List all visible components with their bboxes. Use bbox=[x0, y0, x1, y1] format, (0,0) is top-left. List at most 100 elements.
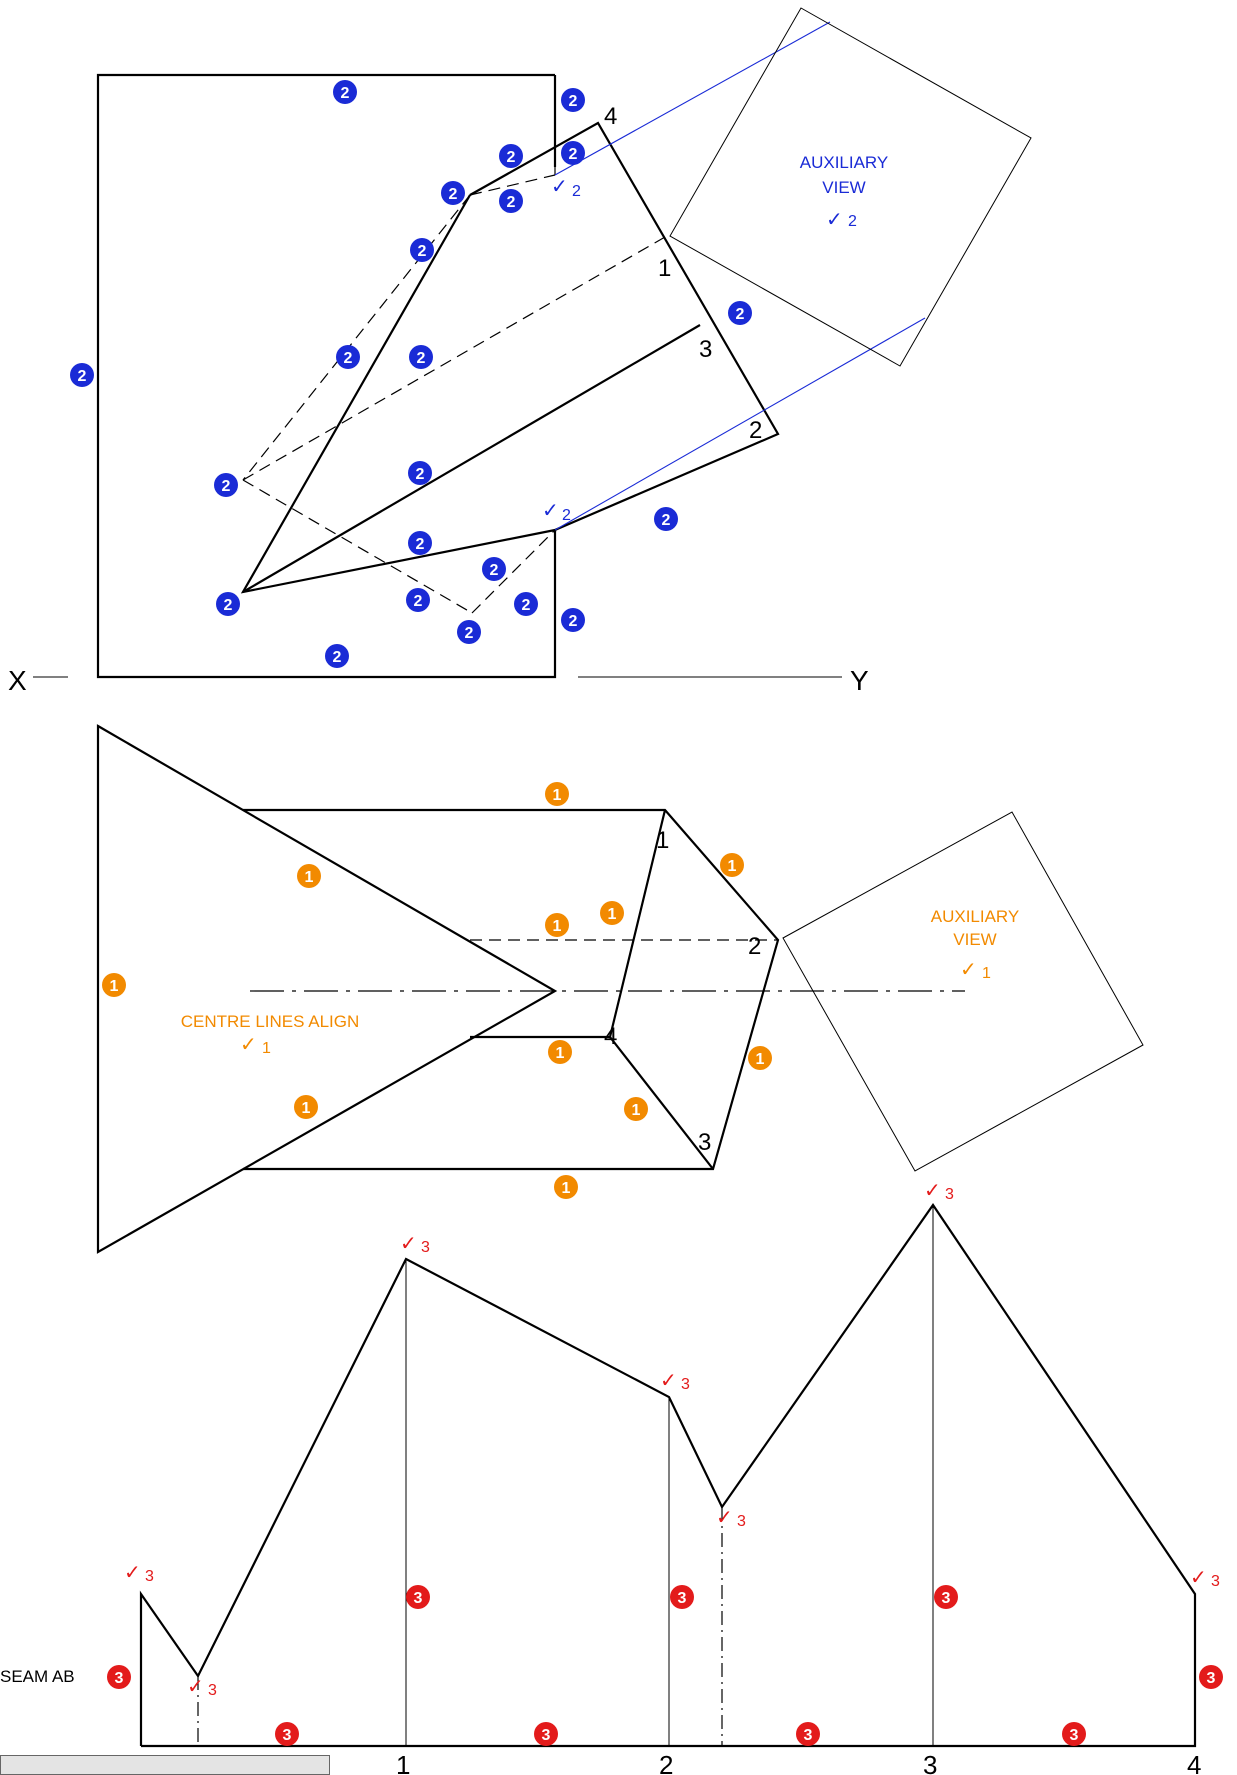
svg-text:2: 2 bbox=[449, 186, 458, 203]
badge-icon: 2 bbox=[728, 301, 752, 325]
svg-text:✓: ✓ bbox=[1190, 1567, 1207, 1589]
svg-text:2: 2 bbox=[416, 536, 425, 553]
svg-text:3: 3 bbox=[942, 1590, 951, 1607]
hidden-edge-2 bbox=[242, 194, 471, 481]
svg-text:2: 2 bbox=[222, 478, 231, 495]
badge-icon: 3 bbox=[107, 1665, 131, 1689]
centre-lines-mark: 1 bbox=[262, 1040, 271, 1057]
badge-icon: 1 bbox=[624, 1097, 648, 1121]
tick-mark: ✓3 bbox=[716, 1507, 746, 1530]
badge-icon: 2 bbox=[325, 644, 349, 668]
hidden-edge-5 bbox=[471, 529, 556, 614]
top-auxiliary-view-square bbox=[669, 7, 1032, 367]
front-aux-view-title: AUXILIARY bbox=[931, 907, 1020, 926]
badge-icon: 2 bbox=[441, 181, 465, 205]
tick-mark: ✓3 bbox=[660, 1370, 690, 1393]
x-label: X bbox=[8, 665, 27, 696]
badge-icon: 2 bbox=[214, 473, 238, 497]
svg-text:1: 1 bbox=[305, 869, 314, 886]
svg-text:1: 1 bbox=[110, 978, 119, 995]
svg-text:✓: ✓ bbox=[716, 1507, 733, 1529]
top-aux-view-mark: 2 bbox=[848, 213, 857, 230]
badge-icon: 1 bbox=[600, 901, 624, 925]
centre-lines-tick: ✓ bbox=[240, 1034, 257, 1056]
svg-text:2: 2 bbox=[224, 597, 233, 614]
badge-icon: 3 bbox=[1062, 1722, 1086, 1746]
baseline-label-4: 4 bbox=[1187, 1750, 1201, 1775]
badge-icon: 2 bbox=[499, 144, 523, 168]
tick-mark: ✓3 bbox=[400, 1233, 430, 1256]
top-aux-view-tick: ✓ bbox=[826, 209, 843, 231]
badge-icon: 2 bbox=[561, 608, 585, 632]
top-aux-view-subtitle: VIEW bbox=[822, 178, 865, 197]
svg-text:2: 2 bbox=[417, 350, 426, 367]
badge-icon: 2 bbox=[561, 141, 585, 165]
badge-icon: 3 bbox=[934, 1585, 958, 1609]
svg-text:2: 2 bbox=[569, 93, 578, 110]
badge-icon: 2 bbox=[70, 363, 94, 387]
front-point-2: 2 bbox=[748, 933, 761, 960]
svg-text:2: 2 bbox=[416, 466, 425, 483]
front-view: 1 2 4 3 CENTRE LINES ALIGN ✓ 1 AUXILIARY… bbox=[96, 724, 1144, 1254]
badge-icon: 3 bbox=[670, 1585, 694, 1609]
svg-text:3: 3 bbox=[678, 1590, 687, 1607]
svg-text:1: 1 bbox=[728, 858, 737, 875]
svg-text:3: 3 bbox=[945, 1186, 954, 1203]
front-triangle bbox=[96, 724, 558, 1254]
svg-text:✓: ✓ bbox=[400, 1233, 417, 1255]
badge-icon: 2 bbox=[514, 592, 538, 616]
top-aux-view-title: AUXILIARY bbox=[800, 153, 889, 172]
badge-icon: 3 bbox=[1199, 1665, 1223, 1689]
prism-end-face bbox=[240, 194, 556, 594]
centre-lines-note: CENTRE LINES ALIGN bbox=[181, 1012, 360, 1031]
svg-text:1: 1 bbox=[632, 1102, 641, 1119]
hidden-edge-4 bbox=[242, 479, 473, 614]
front-aux-view-tick: ✓ bbox=[960, 959, 977, 981]
y-label: Y bbox=[850, 665, 869, 696]
svg-text:3: 3 bbox=[421, 1239, 430, 1256]
badge-icon: 1 bbox=[554, 1175, 578, 1199]
badge-icon: 1 bbox=[720, 853, 744, 877]
prism-edge-3 bbox=[242, 324, 701, 593]
front-point-4: 4 bbox=[604, 1023, 617, 1050]
svg-text:1: 1 bbox=[553, 918, 562, 935]
svg-text:3: 3 bbox=[208, 1682, 217, 1699]
svg-text:2: 2 bbox=[569, 146, 578, 163]
tick-mark: ✓3 bbox=[124, 1562, 154, 1585]
badge-icon: 1 bbox=[294, 1095, 318, 1119]
svg-text:1: 1 bbox=[756, 1051, 765, 1068]
svg-text:1: 1 bbox=[562, 1180, 571, 1197]
badge-icon: 2 bbox=[216, 592, 240, 616]
badge-icon: 2 bbox=[408, 531, 432, 555]
badge-icon: 1 bbox=[748, 1046, 772, 1070]
projector-line-lower bbox=[554, 317, 926, 531]
badge-icon: 1 bbox=[545, 782, 569, 806]
top-point-1: 1 bbox=[658, 255, 671, 282]
top-point-3: 3 bbox=[699, 336, 712, 363]
svg-text:2: 2 bbox=[418, 243, 427, 260]
baseline-label-2: 2 bbox=[659, 1750, 673, 1775]
svg-text:2: 2 bbox=[344, 350, 353, 367]
svg-text:2: 2 bbox=[341, 85, 350, 102]
svg-text:3: 3 bbox=[542, 1727, 551, 1744]
svg-text:1: 1 bbox=[608, 906, 617, 923]
baseline-label-1: 1 bbox=[396, 1750, 410, 1775]
front-aux-view-mark: 1 bbox=[982, 965, 991, 982]
front-prism-top bbox=[243, 808, 780, 1171]
baseline-label-3: 3 bbox=[923, 1750, 937, 1775]
svg-text:2: 2 bbox=[507, 194, 516, 211]
top-badges: 2 2 2 2 2 2 2 2 2 2 2 2 2 2 2 2 2 2 2 2 … bbox=[70, 80, 752, 668]
badge-icon: 2 bbox=[336, 345, 360, 369]
hidden-edge-1 bbox=[469, 174, 556, 196]
top-tick-2-mark: 2 bbox=[562, 507, 571, 524]
svg-text:2: 2 bbox=[465, 625, 474, 642]
hidden-edge-3 bbox=[242, 236, 666, 481]
projector-line-upper bbox=[554, 21, 831, 176]
svg-text:✓: ✓ bbox=[124, 1562, 141, 1584]
svg-text:1: 1 bbox=[553, 787, 562, 804]
top-tick-1-mark: 2 bbox=[572, 183, 581, 200]
badge-icon: 2 bbox=[333, 80, 357, 104]
svg-text:2: 2 bbox=[736, 306, 745, 323]
svg-text:2: 2 bbox=[569, 613, 578, 630]
